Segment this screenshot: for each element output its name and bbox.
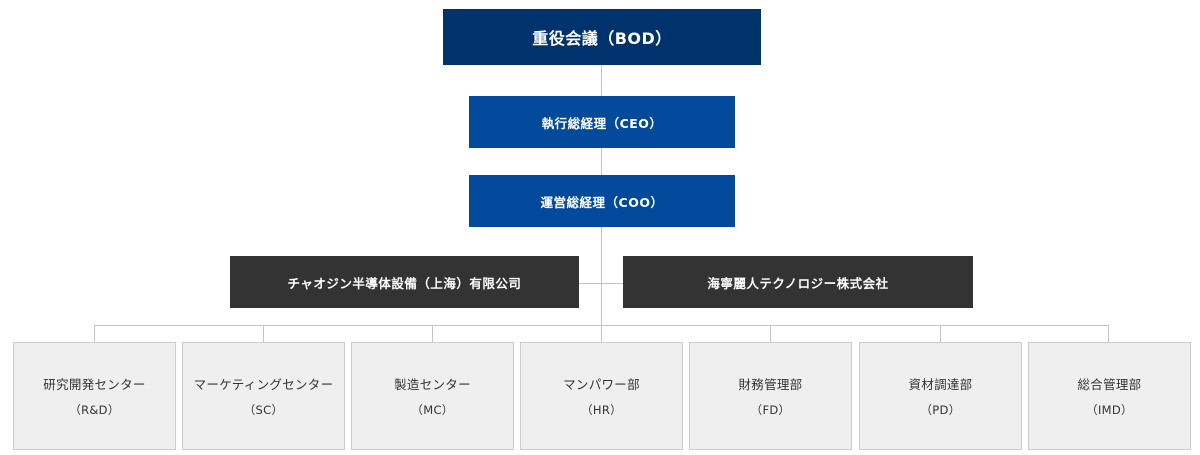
- ceo-label: 執行総経理（CEO）: [541, 115, 663, 131]
- department-code: （FD）: [750, 403, 791, 417]
- bod-box: 重役会議（BOD）: [443, 9, 761, 65]
- department-code: （HR）: [581, 403, 622, 417]
- department-name: 財務管理部: [738, 377, 803, 392]
- department-box-mc: 製造センター （MC）: [351, 342, 514, 450]
- department-box-hr: マンパワー部 （HR）: [520, 342, 683, 450]
- department-name: マーケティングセンター: [193, 377, 334, 392]
- connector-subsidiaries: [579, 283, 623, 284]
- connector-dept-2: [263, 325, 264, 342]
- subsidiary-box-shanghai: チャオジン半導体設備（上海）有限公司: [230, 256, 579, 308]
- department-name: 資材調達部: [908, 377, 973, 392]
- subsidiary-label: 海寧麗人テクノロジー株式会社: [707, 275, 889, 291]
- connector-ceo-coo: [601, 148, 602, 175]
- subsidiary-box-haining: 海寧麗人テクノロジー株式会社: [623, 256, 973, 308]
- connector-dept-7: [1108, 325, 1109, 342]
- department-code: （SC）: [243, 403, 284, 417]
- coo-label: 運営総経理（COO）: [540, 194, 664, 210]
- department-name: 研究開発センター: [43, 377, 146, 392]
- connector-dept-3: [432, 325, 433, 342]
- connector-dept-4: [601, 325, 602, 342]
- connector-dept-6: [940, 325, 941, 342]
- department-code: （PD）: [920, 403, 961, 417]
- department-box-pd: 資材調達部 （PD）: [859, 342, 1022, 450]
- department-code: （R&D）: [69, 403, 120, 417]
- department-name: 総合管理部: [1077, 377, 1142, 392]
- department-name: マンパワー部: [563, 377, 640, 392]
- ceo-box: 執行総経理（CEO）: [469, 96, 735, 148]
- department-box-imd: 総合管理部 （IMD）: [1028, 342, 1191, 450]
- connector-dept-1: [94, 325, 95, 342]
- connector-dept-5: [770, 325, 771, 342]
- department-box-sc: マーケティングセンター （SC）: [182, 342, 345, 450]
- coo-box: 運営総経理（COO）: [469, 175, 735, 227]
- connector-bod-ceo: [601, 65, 602, 96]
- connector-coo-departments: [601, 227, 602, 325]
- bod-label: 重役会議（BOD）: [532, 29, 672, 48]
- department-box-fd: 財務管理部 （FD）: [689, 342, 852, 450]
- department-name: 製造センター: [394, 377, 471, 392]
- department-code: （IMD）: [1086, 403, 1133, 417]
- department-code: （MC）: [411, 403, 454, 417]
- subsidiary-label: チャオジン半導体設備（上海）有限公司: [287, 275, 522, 291]
- department-box-rd: 研究開発センター （R&D）: [13, 342, 176, 450]
